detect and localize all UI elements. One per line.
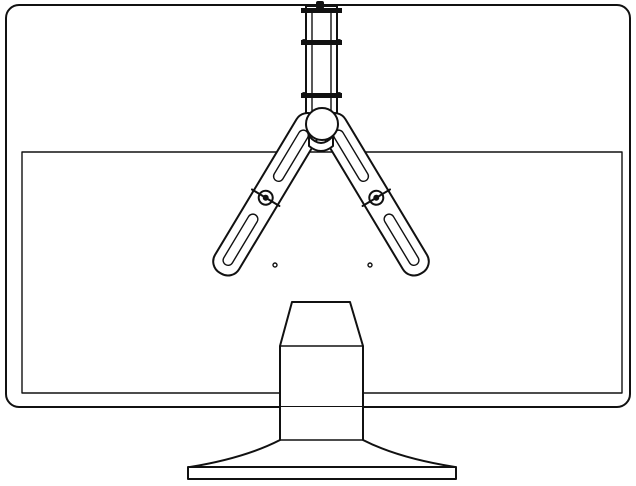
pivot-hub [305,107,339,141]
mount-hole-left [272,262,278,268]
bolt-icon [336,92,342,98]
arm-slot-lower [383,213,420,266]
lower-clamp-bracket [301,93,342,98]
arm-slot-lower [222,213,259,266]
top-clamp-bracket [301,8,342,13]
arm-clamp-line [250,188,281,207]
top-clamp-screw [316,1,324,9]
pivot-joint [308,135,334,152]
bolt-icon [301,92,307,98]
stand-base [189,406,456,468]
mount-column [301,1,342,117]
mount-hole-right [367,262,373,268]
arm-clamp-line [361,188,392,207]
middle-clamp-bracket [301,40,342,45]
stand-foot-plate [187,466,457,480]
bolt-icon [336,39,342,45]
column-frame [305,5,338,117]
right-mount-arm [318,112,430,277]
arm-slot-upper [272,129,310,182]
bolt-icon [301,39,307,45]
left-mount-arm [212,112,324,277]
stand-neck [279,301,364,408]
monitor-stand [187,301,457,480]
